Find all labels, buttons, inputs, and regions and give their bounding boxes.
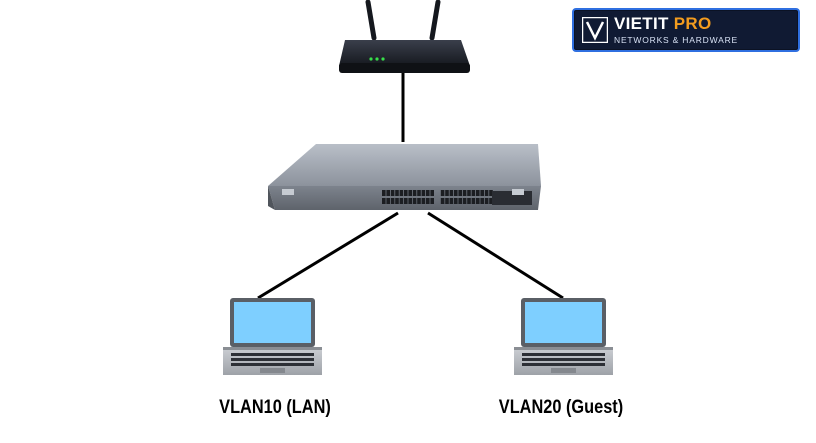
switch-port: [412, 198, 417, 204]
switch-port: [386, 198, 390, 204]
switch-port: [480, 190, 484, 196]
switch-port: [408, 198, 412, 204]
switch-port: [390, 198, 395, 204]
brand-name: VIETIT PRO: [614, 14, 711, 34]
switch-port: [421, 190, 426, 196]
switch-port: [467, 190, 471, 196]
switch-port: [471, 198, 476, 204]
switch-port: [454, 198, 458, 204]
switch-port: [404, 190, 408, 196]
router-icon: [339, 0, 470, 73]
switch-port: [417, 198, 421, 204]
link-switch-laptop-vlan20: [427, 211, 564, 300]
switch-port: [386, 190, 390, 196]
switch-port: [417, 190, 421, 196]
switch-port: [426, 198, 430, 204]
laptop-vlan20-icon: [514, 298, 613, 375]
links: [257, 72, 564, 300]
brand-name-part2: PRO: [673, 14, 712, 33]
switch-port: [421, 198, 426, 204]
switch-port: [430, 198, 434, 204]
switch-port: [426, 190, 430, 196]
switch-port: [440, 190, 445, 196]
link-switch-laptop-vlan10: [257, 211, 399, 300]
switch-port: [449, 190, 454, 196]
switch-port: [467, 198, 471, 204]
switch-port: [399, 198, 404, 204]
switch-port: [408, 190, 412, 196]
switch-port: [445, 190, 449, 196]
switch-port: [399, 190, 404, 196]
switch-port: [476, 190, 480, 196]
switch-port: [454, 190, 458, 196]
brand-logo: VIETIT PRO NETWORKS & HARDWARE: [572, 8, 800, 52]
switch-port: [412, 190, 417, 196]
switch-port: [440, 198, 445, 204]
switch-port: [395, 190, 399, 196]
switch-port: [458, 190, 462, 196]
switch-port: [480, 198, 484, 204]
brand-tagline: NETWORKS & HARDWARE: [614, 35, 738, 45]
switch-port: [471, 190, 476, 196]
switch-port: [484, 198, 489, 204]
switch-port: [404, 198, 408, 204]
switch-port: [395, 198, 399, 204]
switch-port: [458, 198, 462, 204]
switch-port: [462, 198, 467, 204]
label-vlan20: VLAN20 (Guest): [498, 397, 624, 418]
switch-port: [382, 198, 386, 204]
laptop-vlan10-icon: [223, 298, 322, 375]
brand-name-part1: VIETIT: [614, 14, 669, 33]
switch-port: [476, 198, 480, 204]
switch-icon: [268, 144, 541, 210]
switch-port: [430, 190, 434, 196]
switch-port: [390, 190, 395, 196]
switch-port: [484, 190, 489, 196]
switch-port: [489, 198, 493, 204]
switch-port: [445, 198, 449, 204]
switch-port: [462, 190, 467, 196]
switch-port: [489, 190, 493, 196]
switch-port: [449, 198, 454, 204]
label-vlan10: VLAN10 (LAN): [219, 397, 331, 418]
brand-v-icon: [582, 17, 608, 43]
switch-port: [382, 190, 386, 196]
